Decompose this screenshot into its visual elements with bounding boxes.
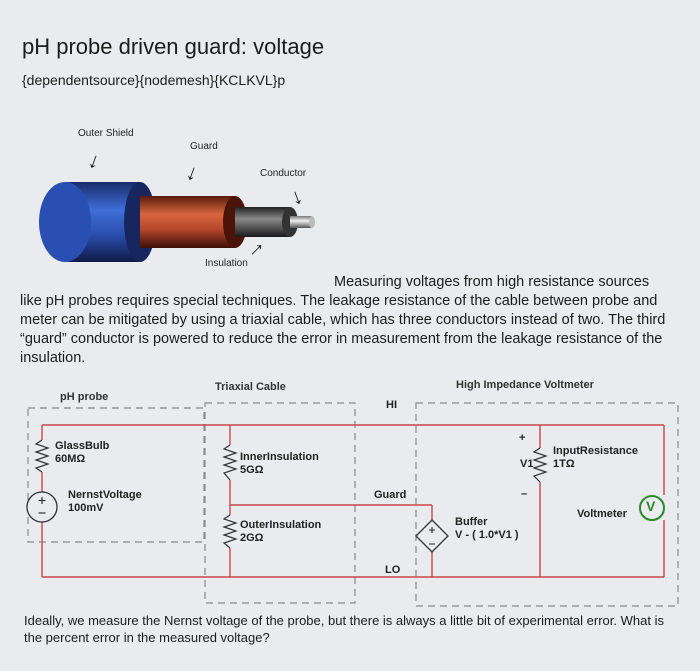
guard-terminal-label: Guard	[374, 489, 407, 501]
question-text: Ideally, we measure the Nernst voltage o…	[24, 613, 664, 645]
circuit-wires	[41, 424, 665, 578]
voltmeter-symbol	[639, 495, 665, 521]
ph-probe-header: pH probe	[60, 391, 109, 403]
buffer-label: Buffer V - ( 1.0*V1 )	[455, 516, 519, 541]
ph-probe-box	[27, 407, 205, 543]
guard-label: Guard	[190, 141, 218, 152]
high-impedance-header: High Impedance Voltmeter	[456, 379, 594, 391]
hi-terminal-label: HI	[386, 399, 397, 411]
cable-conductor	[290, 216, 315, 228]
voltmeter-box	[415, 402, 679, 607]
input-resistance-label: InputResistance 1TΩ	[553, 445, 638, 470]
input-resistance-resistor	[532, 447, 548, 483]
topic-tags: {dependentsource}{nodemesh}{KCLKVL}p	[22, 72, 286, 88]
inner-insulation-label: InnerInsulation 5GΩ	[240, 451, 319, 476]
v1-plus-sign: +	[519, 432, 526, 444]
glass-bulb-resistor	[34, 439, 50, 473]
description-paragraph: Measuring voltages from high resistance …	[20, 274, 666, 366]
inner-insulation-resistor	[222, 444, 238, 481]
nernst-voltage-label: NernstVoltage 100mV	[68, 489, 142, 514]
v1-minus-sign: –	[521, 488, 528, 500]
insulation-label: Insulation	[205, 258, 248, 269]
triaxial-cable-header: Triaxial Cable	[215, 381, 286, 393]
buffer-dependent-source	[415, 519, 449, 553]
outer-shield-label: Outer Shield	[78, 128, 134, 139]
glass-bulb-label: GlassBulb 60MΩ	[55, 440, 110, 465]
outer-insulation-label: OuterInsulation 2GΩ	[240, 519, 322, 544]
nernst-voltage-source	[26, 491, 58, 523]
conductor-label: Conductor	[260, 168, 307, 179]
page-title: pH probe driven guard: voltage	[22, 34, 325, 59]
voltmeter-label: Voltmeter	[577, 508, 627, 520]
voltmeter-icon: V	[646, 498, 656, 514]
outer-insulation-resistor	[222, 514, 238, 549]
triaxial-cable-box	[204, 402, 356, 604]
v1-label: V1	[520, 458, 534, 470]
lo-terminal-label: LO	[385, 564, 401, 576]
